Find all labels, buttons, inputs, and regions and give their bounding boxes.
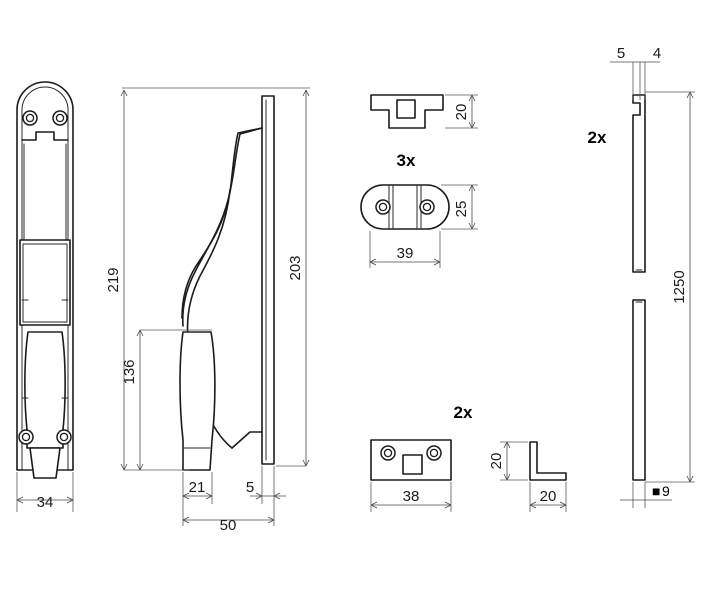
quantity-2x-rail-label: 2x — [588, 128, 607, 147]
profile-neck-lower — [231, 431, 263, 449]
backplate-inner-cutout-detail — [22, 243, 68, 323]
dimension-219: 219 — [105, 89, 190, 471]
view-rails — [632, 94, 646, 481]
dimension-34-label: 34 — [37, 494, 54, 511]
rounded-plate-inner-lines-2 — [392, 185, 418, 229]
dimension-203: 203 — [276, 89, 310, 467]
dimension-20-angle-horizontal-label: 20 — [540, 488, 557, 505]
angle-bracket-outline — [529, 441, 567, 481]
dimension-20-angle-vertical: 20 — [488, 441, 528, 481]
dimension-5-profile-label: 5 — [246, 479, 254, 496]
note-square-symbol: ■ — [652, 483, 660, 499]
dimension-203-label: 203 — [287, 255, 304, 280]
note-square-9: ■ 9 — [620, 482, 672, 508]
dimension-20-t-bracket-label: 20 — [453, 104, 470, 121]
dimension-39-label: 39 — [397, 245, 414, 262]
rail-upper-outline — [632, 94, 646, 273]
backplate-top-recess — [21, 131, 69, 141]
screw-hole-bottom-right — [56, 429, 72, 445]
dimension-219-label: 219 — [105, 267, 122, 292]
rounded-plate-hole-right — [419, 199, 435, 215]
t-bracket-square-hole — [396, 99, 416, 119]
view-side-profile — [122, 87, 310, 471]
dimension-4-rail-label: 4 — [653, 45, 661, 62]
dimension-25: 25 — [441, 184, 478, 230]
profile-handle-upper-curve — [181, 127, 263, 319]
rail-lower-outline — [632, 299, 646, 481]
note-square-9-label: 9 — [662, 483, 670, 499]
dimension-50: 50 — [182, 504, 275, 534]
dimension-50-label: 50 — [220, 517, 237, 534]
handle-lever-tip — [29, 447, 61, 479]
rect-plate-hole-left — [380, 445, 396, 461]
dimension-136: 136 — [121, 329, 212, 471]
dimension-25-label: 25 — [453, 201, 470, 218]
rect-plate-square-hole — [402, 454, 423, 475]
dimension-20-angle-vertical-label: 20 — [488, 453, 505, 470]
dimension-21: 21 — [182, 472, 213, 504]
view-front-plate — [16, 81, 74, 479]
backplate-slot-marks — [21, 299, 69, 399]
backplate-inner-outline — [21, 86, 69, 471]
quantity-3x-label: 3x — [397, 151, 416, 170]
dimension-136-label: 136 — [121, 359, 138, 384]
dimension-5-rail: 5 4 — [610, 45, 661, 100]
dimension-1250: 1250 — [645, 91, 695, 483]
handle-lever-body — [24, 331, 66, 449]
profile-backplate-bar — [261, 95, 275, 465]
dimension-20-angle-horizontal: 20 — [529, 482, 567, 512]
screw-hole-top-left — [22, 110, 38, 126]
rounded-plate-outline — [360, 184, 450, 230]
screw-hole-top-right — [52, 110, 68, 126]
rect-plate-hole-right — [426, 445, 442, 461]
dimension-5-profile: 5 — [246, 466, 286, 504]
dimension-38: 38 — [370, 482, 452, 512]
view-rect-plate — [370, 439, 452, 481]
view-angle-bracket — [529, 441, 567, 481]
rounded-plate-hole-left — [375, 199, 391, 215]
profile-lever-body — [179, 331, 216, 471]
view-rounded-plate — [360, 184, 450, 230]
dimension-21-label: 21 — [189, 479, 206, 496]
view-t-bracket — [370, 94, 444, 129]
dimension-34: 34 — [16, 472, 74, 512]
profile-handle-curve-a — [181, 127, 263, 327]
dimension-1250-label: 1250 — [671, 270, 688, 303]
quantity-2x-plate-label: 2x — [454, 403, 473, 422]
dimension-5-rail-label: 5 — [617, 45, 625, 62]
dimension-39: 39 — [369, 231, 441, 268]
dimension-38-label: 38 — [403, 488, 420, 505]
dimension-20-t-bracket: 20 — [445, 94, 478, 129]
screw-hole-bottom-left — [18, 429, 34, 445]
